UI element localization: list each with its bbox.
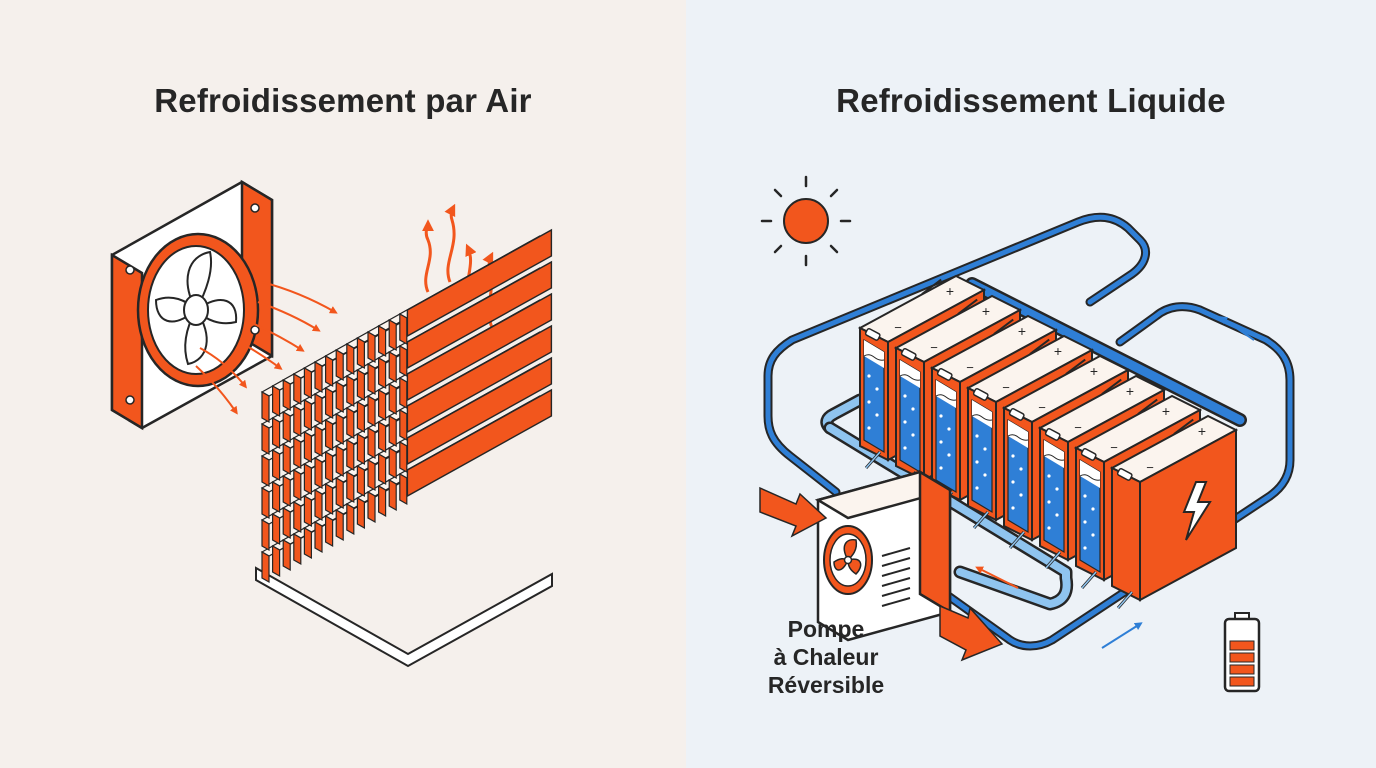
heat-pump-unit — [814, 469, 1019, 642]
pump-label-line: à Chaleur — [773, 644, 879, 670]
airflow-arrows — [195, 281, 338, 415]
fan-icon — [110, 179, 274, 431]
svg-text:−: − — [1002, 380, 1010, 395]
svg-text:+: + — [1090, 363, 1098, 379]
svg-text:+: + — [982, 303, 990, 319]
svg-text:+: + — [946, 283, 954, 299]
battery-pack: +−+−+−+−+−+−+−+− — [857, 274, 1239, 609]
heatsink-layer — [260, 324, 553, 520]
svg-text:+: + — [1162, 403, 1170, 419]
svg-text:−: − — [1110, 440, 1118, 455]
heatsink-layer — [260, 388, 553, 584]
svg-text:−: − — [966, 360, 974, 375]
pump-label-line: Pompe — [787, 616, 865, 642]
svg-text:+: + — [1018, 323, 1026, 339]
svg-text:−: − — [1146, 460, 1154, 475]
hot-air-arrows — [759, 486, 1004, 662]
svg-text:−: − — [894, 320, 902, 335]
liquid-cooling-panel: Refroidissement Liquide — [686, 0, 1376, 768]
pump-label: Pompe à Chaleur Réversible — [752, 615, 900, 699]
air-cooling-title: Refroidissement par Air — [154, 82, 532, 119]
liquid-cooling-title: Refroidissement Liquide — [836, 82, 1226, 119]
sun-icon — [760, 175, 852, 267]
svg-text:+: + — [1054, 343, 1062, 359]
svg-text:−: − — [1038, 400, 1046, 415]
heatsink-layer — [260, 260, 553, 456]
heatsink — [260, 228, 553, 584]
svg-text:+: + — [1126, 383, 1134, 399]
battery-cell: +− — [1109, 414, 1239, 609]
flow-arrow-icon — [1101, 316, 1255, 649]
pump-label-line: Réversible — [767, 672, 885, 698]
coolant-loop — [763, 212, 1295, 651]
svg-text:−: − — [930, 340, 938, 355]
svg-text:−: − — [1074, 420, 1082, 435]
heatsink-layer — [260, 292, 553, 488]
lightning-icon — [1182, 481, 1212, 541]
pump-fan-icon — [823, 525, 873, 595]
heatsink-layer — [260, 356, 553, 552]
heatsink-layer — [260, 228, 553, 424]
svg-text:+: + — [1198, 423, 1206, 439]
battery-level-icon — [1223, 612, 1261, 693]
